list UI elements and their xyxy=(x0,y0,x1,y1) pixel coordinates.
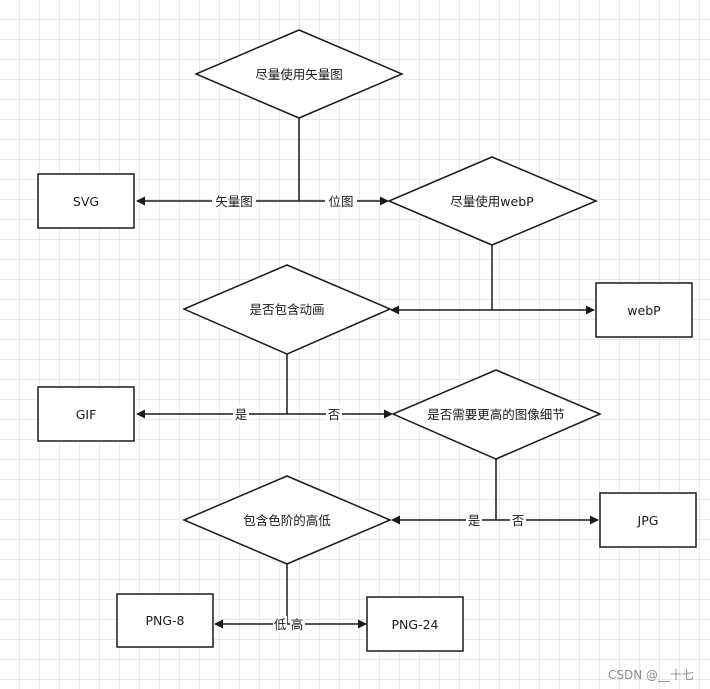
edge-label-no-detail: 否 xyxy=(512,513,525,528)
edge-labels: 矢量图 位图 是 否 是 否 低 高 xyxy=(212,193,526,632)
result-jpg-label: JPG xyxy=(637,513,659,528)
result-png8-label: PNG-8 xyxy=(145,613,184,628)
decision-has-animation-label: 是否包含动画 xyxy=(249,302,324,317)
decision-use-vector: 尽量使用矢量图 xyxy=(194,29,404,119)
result-png24: PNG-24 xyxy=(366,596,464,652)
edge-label-low: 低 xyxy=(274,617,287,632)
result-png8: PNG-8 xyxy=(116,593,214,648)
watermark: CSDN @__十七 xyxy=(608,668,694,682)
result-gif: GIF xyxy=(37,386,135,442)
decision-use-vector-label: 尽量使用矢量图 xyxy=(255,67,343,82)
result-svg-label: SVG xyxy=(73,194,99,209)
result-png24-label: PNG-24 xyxy=(392,617,439,632)
decision-color-depth-label: 包含色阶的高低 xyxy=(243,513,331,528)
edge-label-vector: 矢量图 xyxy=(215,194,253,209)
result-jpg: JPG xyxy=(599,492,697,548)
edge-label-yes-detail: 是 xyxy=(468,513,481,528)
decision-need-detail-label: 是否需要更高的图像细节 xyxy=(427,407,565,422)
result-webp: webP xyxy=(595,282,693,338)
edge-label-high: 高 xyxy=(291,617,304,632)
edge-label-bitmap: 位图 xyxy=(328,194,353,209)
result-webp-label: webP xyxy=(627,303,661,318)
result-gif-label: GIF xyxy=(76,407,97,422)
decision-use-webp-label: 尽量使用webP xyxy=(450,194,534,209)
edge-label-yes-animation: 是 xyxy=(235,407,248,422)
edge-label-no-animation: 否 xyxy=(328,407,341,422)
decision-has-animation: 是否包含动画 xyxy=(182,264,392,355)
decision-need-detail: 是否需要更高的图像细节 xyxy=(391,369,602,460)
decision-use-webp: 尽量使用webP xyxy=(387,156,598,246)
result-svg: SVG xyxy=(37,173,135,229)
decision-color-depth: 包含色阶的高低 xyxy=(182,475,392,565)
